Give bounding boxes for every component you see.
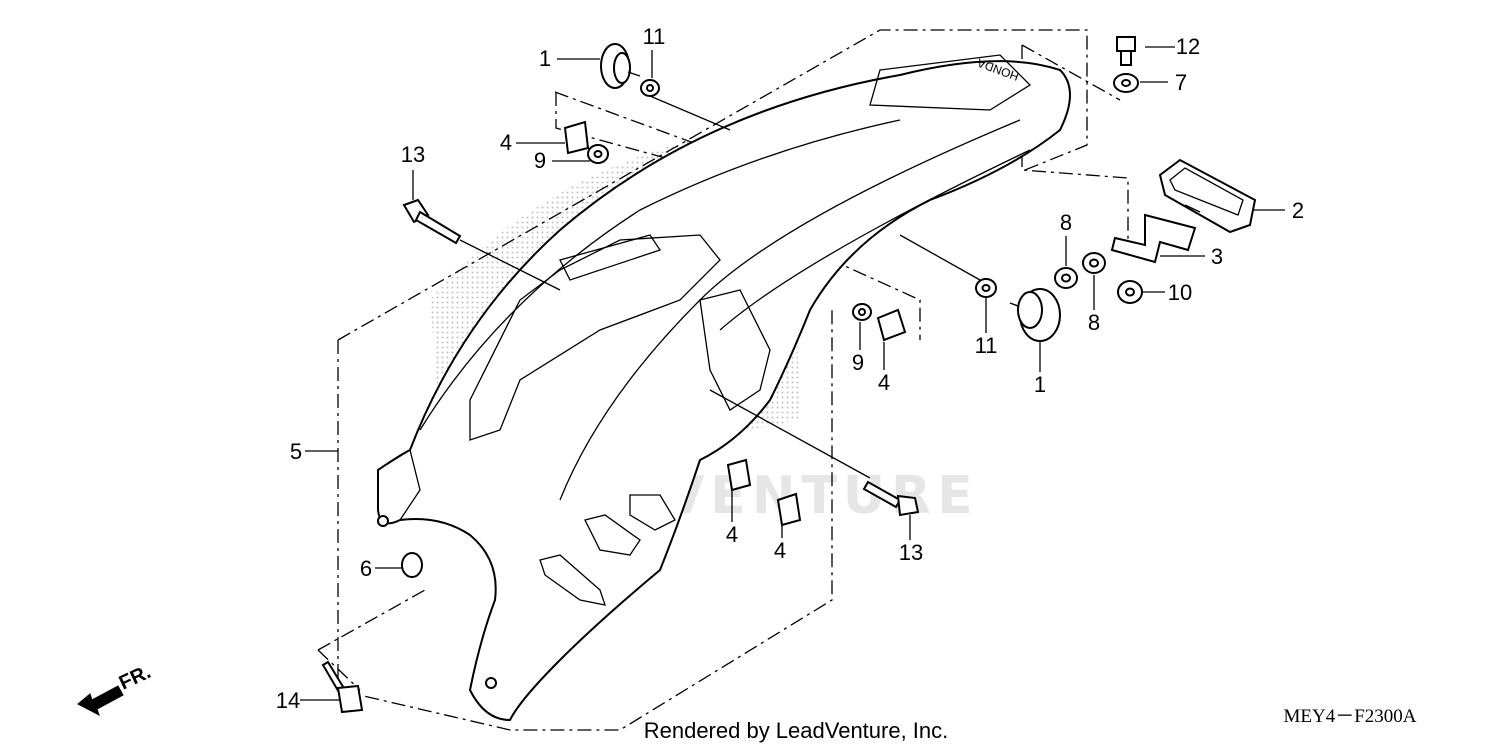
- bolt-left[interactable]: [402, 198, 462, 245]
- callout-labels: 1 11 12 7 4 9 13 2 8 3 10 8 9 4 11 1 5 6…: [276, 24, 1304, 713]
- callout-6: 6: [360, 556, 372, 581]
- callout-13: 13: [401, 142, 425, 167]
- reflector[interactable]: [1158, 158, 1257, 234]
- fender-tail-panel: [869, 54, 1032, 111]
- callout-14: 14: [276, 688, 300, 713]
- callout-4: 4: [726, 522, 738, 547]
- front-direction-arrow: FR.: [77, 661, 154, 717]
- callout-11: 11: [975, 333, 998, 358]
- callout-1: 1: [1034, 372, 1046, 397]
- rear-fender[interactable]: HONDA: [377, 54, 1071, 722]
- callout-9: 9: [852, 350, 864, 375]
- washer-right[interactable]: [975, 278, 997, 298]
- grommet-top[interactable]: [600, 43, 641, 89]
- washer-top[interactable]: [640, 79, 660, 97]
- callout-13: 13: [899, 540, 923, 565]
- callout-4: 4: [878, 370, 890, 395]
- callout-4: 4: [774, 538, 786, 563]
- bolt-bottom[interactable]: [321, 660, 364, 714]
- reflector-bracket[interactable]: [1110, 213, 1197, 264]
- callout-8: 8: [1060, 210, 1072, 235]
- flange-nut[interactable]: [1117, 280, 1143, 304]
- credit-text: Rendered by LeadVenture, Inc.: [644, 718, 949, 743]
- callout-7: 7: [1175, 70, 1187, 95]
- callout-4: 4: [500, 130, 512, 155]
- callout-2: 2: [1292, 198, 1304, 223]
- clip-nut-top[interactable]: [563, 120, 590, 155]
- clip-nut-lower-a[interactable]: [726, 458, 752, 492]
- nut-top[interactable]: [587, 144, 609, 164]
- callout-5: 5: [290, 439, 302, 464]
- grommet-right[interactable]: [1009, 288, 1061, 342]
- nut-middle[interactable]: [852, 303, 872, 321]
- callout-8: 8: [1088, 310, 1100, 335]
- callout-9: 9: [534, 148, 546, 173]
- clip-nut-middle[interactable]: [876, 308, 907, 342]
- nut-right-b[interactable]: [1082, 252, 1106, 274]
- diagram-code: MEY4－F2300A: [1283, 706, 1416, 727]
- callout-11: 11: [643, 24, 666, 49]
- fr-label: FR.: [116, 661, 154, 695]
- leader-lines: [300, 46, 1285, 701]
- grommet-bottom[interactable]: [401, 552, 423, 578]
- nut-right-a[interactable]: [1054, 267, 1078, 289]
- callout-1: 1: [539, 46, 551, 71]
- bolt-top-right[interactable]: [1116, 36, 1136, 66]
- fender-inner-rib: [469, 234, 721, 441]
- washer-top-right[interactable]: [1113, 73, 1139, 93]
- bolt-right[interactable]: [862, 480, 920, 517]
- callout-10: 10: [1168, 280, 1192, 305]
- clip-nut-lower-b[interactable]: [776, 492, 802, 527]
- callout-3: 3: [1211, 244, 1223, 269]
- callout-12: 12: [1176, 34, 1200, 59]
